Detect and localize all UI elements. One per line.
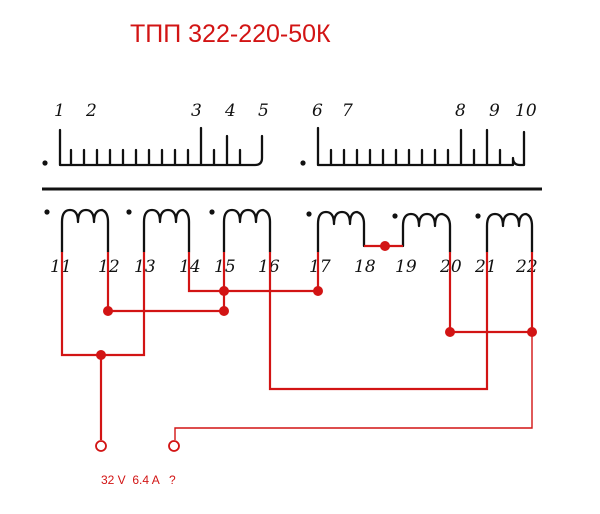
secondary-winding-13-14	[126, 208, 191, 254]
polarity-dot	[44, 209, 50, 215]
pin-label-2: 2	[85, 101, 97, 121]
pin-label-1: 1	[54, 101, 65, 121]
secondary-winding-11-12	[44, 208, 110, 254]
wire-output-2	[174, 332, 533, 440]
pin-label-9: 9	[489, 101, 500, 121]
polarity-dot	[306, 211, 312, 217]
wire-20-22	[448, 252, 534, 334]
polarity-dot	[209, 209, 215, 215]
primary-winding-right	[300, 126, 526, 167]
pin-label-19: 19	[395, 257, 417, 277]
polarity-dot	[392, 213, 398, 219]
secondary-winding-17-18	[306, 210, 366, 254]
polarity-dot	[300, 160, 306, 166]
pin-label-8: 8	[455, 101, 466, 121]
wire-16-21	[268, 252, 489, 391]
pin-label-18: 18	[354, 257, 376, 277]
pin-label-5: 5	[258, 101, 269, 121]
output-terminal-2	[168, 440, 180, 452]
junction-node	[219, 306, 229, 316]
secondary-winding-19-20	[392, 212, 452, 254]
polarity-dot	[126, 209, 132, 215]
primary-winding-left	[42, 126, 264, 167]
output-rating-label: 32 V 6.4 A ?	[101, 473, 176, 487]
primary-pin-labels: 1 2 3 4 5 6 7 8 9 10	[54, 101, 537, 121]
wire-12-15	[106, 252, 226, 313]
pin-label-11: 11	[50, 257, 72, 277]
diagram-title: ТПП 322-220-50К	[130, 20, 331, 48]
pin-label-4: 4	[224, 101, 236, 121]
pin-label-7: 7	[342, 101, 353, 121]
polarity-dot	[42, 160, 48, 166]
pin-label-22: 22	[515, 257, 538, 277]
pin-label-10: 10	[515, 101, 537, 121]
pin-label-6: 6	[312, 101, 323, 121]
pin-label-17: 17	[309, 257, 331, 277]
output-terminal-1	[95, 440, 107, 452]
polarity-dot	[475, 213, 481, 219]
pin-label-3: 3	[191, 101, 202, 121]
junction-node	[313, 286, 323, 296]
junction-node	[380, 241, 390, 251]
junction-node	[103, 306, 113, 316]
secondary-winding-15-16	[209, 208, 272, 254]
pin-label-21: 21	[474, 257, 497, 277]
secondary-winding-21-22	[475, 212, 534, 254]
secondary-pin-labels: 11 12 13 14 15 16 17 18 19 20 21 22	[50, 257, 538, 277]
wire-14-17	[187, 252, 320, 293]
wiring	[60, 241, 537, 452]
junction-node	[445, 327, 455, 337]
